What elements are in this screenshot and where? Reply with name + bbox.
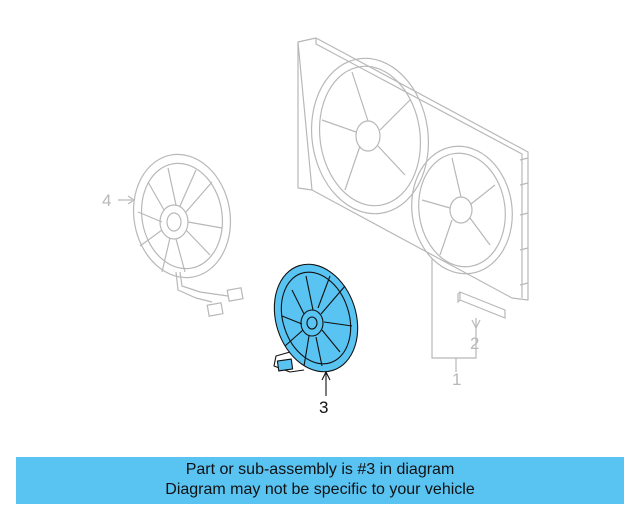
callout-4: 4 — [102, 191, 111, 210]
callout-1: 1 — [452, 370, 461, 389]
leader-line-3 — [321, 370, 331, 396]
bracket-part-2 — [457, 291, 506, 319]
leader-lines — [118, 195, 481, 372]
fan-shroud-part-1 — [297, 37, 529, 301]
callout-2: 2 — [470, 334, 479, 353]
info-banner: Part or sub-assembly is #3 in diagram Di… — [16, 457, 624, 504]
banner-line-part-number: Part or sub-assembly is #3 in diagram — [185, 461, 455, 478]
parts-diagram: 1 2 3 4 — [102, 37, 529, 417]
banner-line-disclaimer: Diagram may not be specific to your vehi… — [165, 481, 475, 498]
callout-3: 3 — [319, 398, 328, 417]
fan-assembly-part-4 — [132, 153, 244, 317]
fan-assembly-part-3 — [273, 263, 359, 373]
